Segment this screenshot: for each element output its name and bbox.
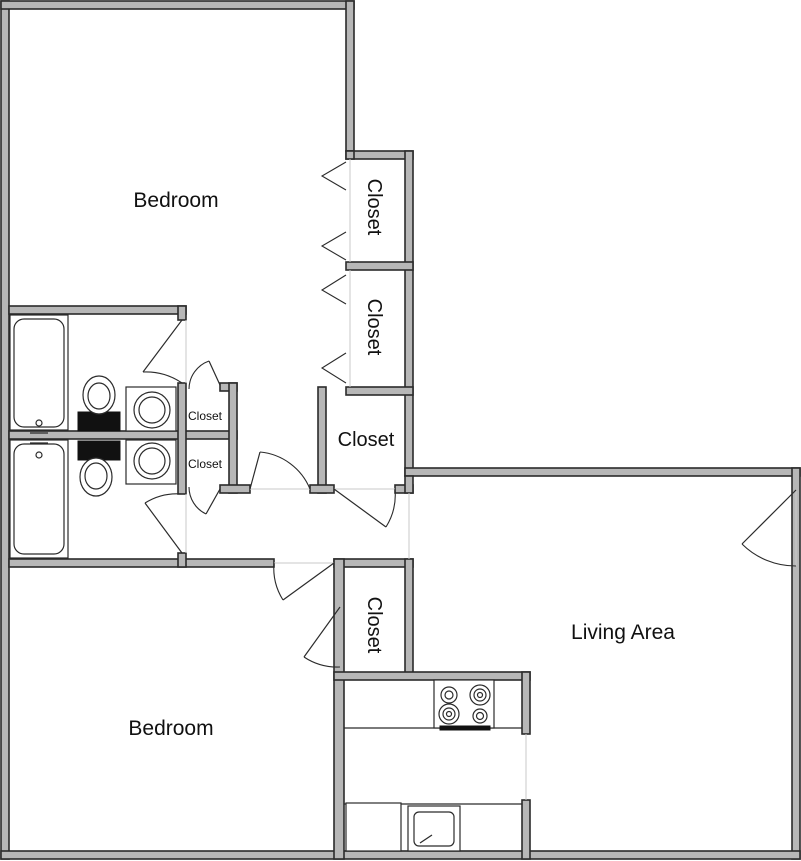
wall-bath-right-a <box>177 305 187 321</box>
label-living-area: Living Area <box>571 621 675 644</box>
label-bedroom-top: Bedroom <box>133 189 218 212</box>
room-labels: Bedroom Bedroom Living Area Closet Close… <box>128 179 675 740</box>
bifold-door <box>320 274 347 305</box>
wall-closet12-sep <box>345 261 414 271</box>
wall-closet2-bottom <box>345 386 414 396</box>
label-closet-bath-1: Closet <box>188 409 223 423</box>
bifold-door <box>320 352 347 384</box>
wall-kitchen-right-b <box>521 799 531 860</box>
door-swing <box>741 543 797 567</box>
wall-closet3-left <box>317 386 327 494</box>
wall-living-top <box>404 467 801 477</box>
door-swing <box>259 451 311 490</box>
door-swing <box>142 371 183 384</box>
bathtub-basin <box>13 443 65 555</box>
door-leaf <box>208 360 221 386</box>
door-swing <box>303 656 341 668</box>
wall-bath-right-c <box>177 552 187 568</box>
label-closet-1: Closet <box>363 179 385 236</box>
bifold-door <box>320 161 347 191</box>
door-leaf <box>303 606 341 658</box>
wall-bedroom-right <box>345 150 355 160</box>
wall-closet-right <box>404 150 414 477</box>
wall-hall-right <box>404 475 414 494</box>
wall-bath-bottom <box>8 558 275 568</box>
wall-kitchen-top <box>333 671 531 681</box>
toilet-tank <box>77 411 121 432</box>
wall-top <box>0 0 355 10</box>
refrigerator-icon <box>345 802 402 852</box>
door-swing <box>188 360 210 390</box>
door-leaf <box>144 502 183 554</box>
wall-bath-mid <box>8 430 238 440</box>
kitchen-fixtures <box>344 679 522 852</box>
door-swing <box>385 488 396 528</box>
wall-left <box>0 0 10 860</box>
label-closet-bath-2: Closet <box>188 457 223 471</box>
door-leaf <box>741 489 797 545</box>
door-swing <box>188 486 207 515</box>
label-closet-2: Closet <box>363 299 385 356</box>
wall-top-right-step <box>345 0 355 152</box>
bathtub-basin <box>13 318 65 428</box>
wall-closet3-bottom-a <box>309 484 335 494</box>
door-swing <box>144 493 183 504</box>
doors <box>142 161 797 668</box>
bifold-door <box>320 231 347 261</box>
door-leaf <box>282 562 335 601</box>
bath-fixtures <box>9 314 177 559</box>
label-closet-3: Closet <box>338 429 395 451</box>
wall-smallcloset-right <box>228 382 238 494</box>
door-leaf <box>333 488 387 528</box>
door-leaf <box>249 451 261 490</box>
door-leaf <box>205 488 221 515</box>
wall-bottom <box>0 850 801 860</box>
label-closet-4: Closet <box>363 597 385 654</box>
wall-bath-right-b <box>177 382 187 495</box>
door-leaf <box>142 319 183 373</box>
openings <box>185 159 797 800</box>
wall-bath-top <box>8 305 187 315</box>
wall-closet4-left <box>333 558 345 860</box>
wall-kitchen-right-a <box>521 671 531 735</box>
wall-closet-top <box>345 150 414 160</box>
label-bedroom-bottom: Bedroom <box>128 717 213 740</box>
wall-smallcloset-bottom <box>219 484 251 494</box>
wall-closet4-right <box>404 558 414 677</box>
toilet-tank <box>77 440 121 461</box>
wall-lower-hall <box>333 558 414 568</box>
interior-walls <box>8 150 531 860</box>
door-swing <box>273 562 284 601</box>
